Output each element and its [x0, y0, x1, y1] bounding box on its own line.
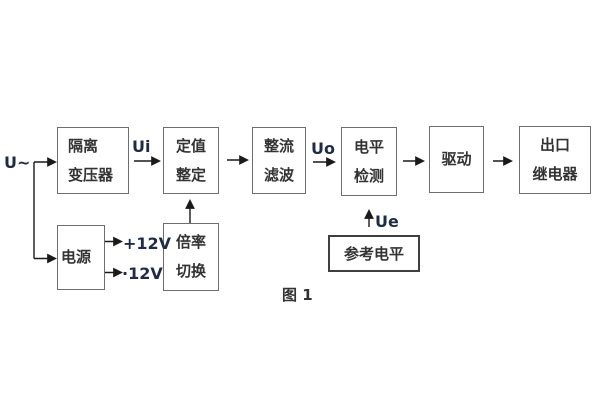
signal-ue-label: Ue	[375, 212, 399, 231]
block-driver: 驱动	[429, 126, 484, 193]
block-level-detection: 电平 检测	[341, 127, 397, 196]
block-isolation-transformer: 隔离 变压器	[57, 127, 129, 194]
block-isolation-transformer-label: 隔离 变压器	[68, 136, 114, 184]
block-rectifier-filter: 整流 滤波	[252, 127, 306, 194]
block-driver-label: 驱动	[441, 150, 472, 168]
block-ratio-switching-label: 倍率 切换	[175, 233, 206, 280]
block-output-relay: 出口 继电器	[519, 126, 591, 194]
block-power-supply: 电源	[57, 225, 105, 290]
block-reference-level-label: 参考电平	[343, 245, 404, 263]
block-setpoint-setting: 定值 整定	[163, 127, 219, 194]
block-reference-level: 参考电平	[328, 235, 420, 272]
block-power-supply-label: 电源	[61, 248, 92, 266]
block-ratio-switching: 倍率 切换	[163, 223, 219, 291]
power-neg12v-label: ·12V	[122, 264, 163, 283]
block-setpoint-setting-label: 定值 整定	[175, 136, 206, 184]
figure-caption: 图 1	[282, 286, 313, 304]
power-pos12v-label: +12V	[123, 234, 172, 253]
input-voltage-label: U~	[4, 153, 31, 172]
signal-ui-label: Ui	[132, 137, 151, 156]
block-output-relay-label: 出口 继电器	[532, 136, 578, 183]
signal-uo-label: Uo	[311, 139, 335, 158]
block-level-detection-label: 电平 检测	[353, 137, 384, 185]
block-rectifier-filter-label: 整流 滤波	[263, 136, 294, 184]
